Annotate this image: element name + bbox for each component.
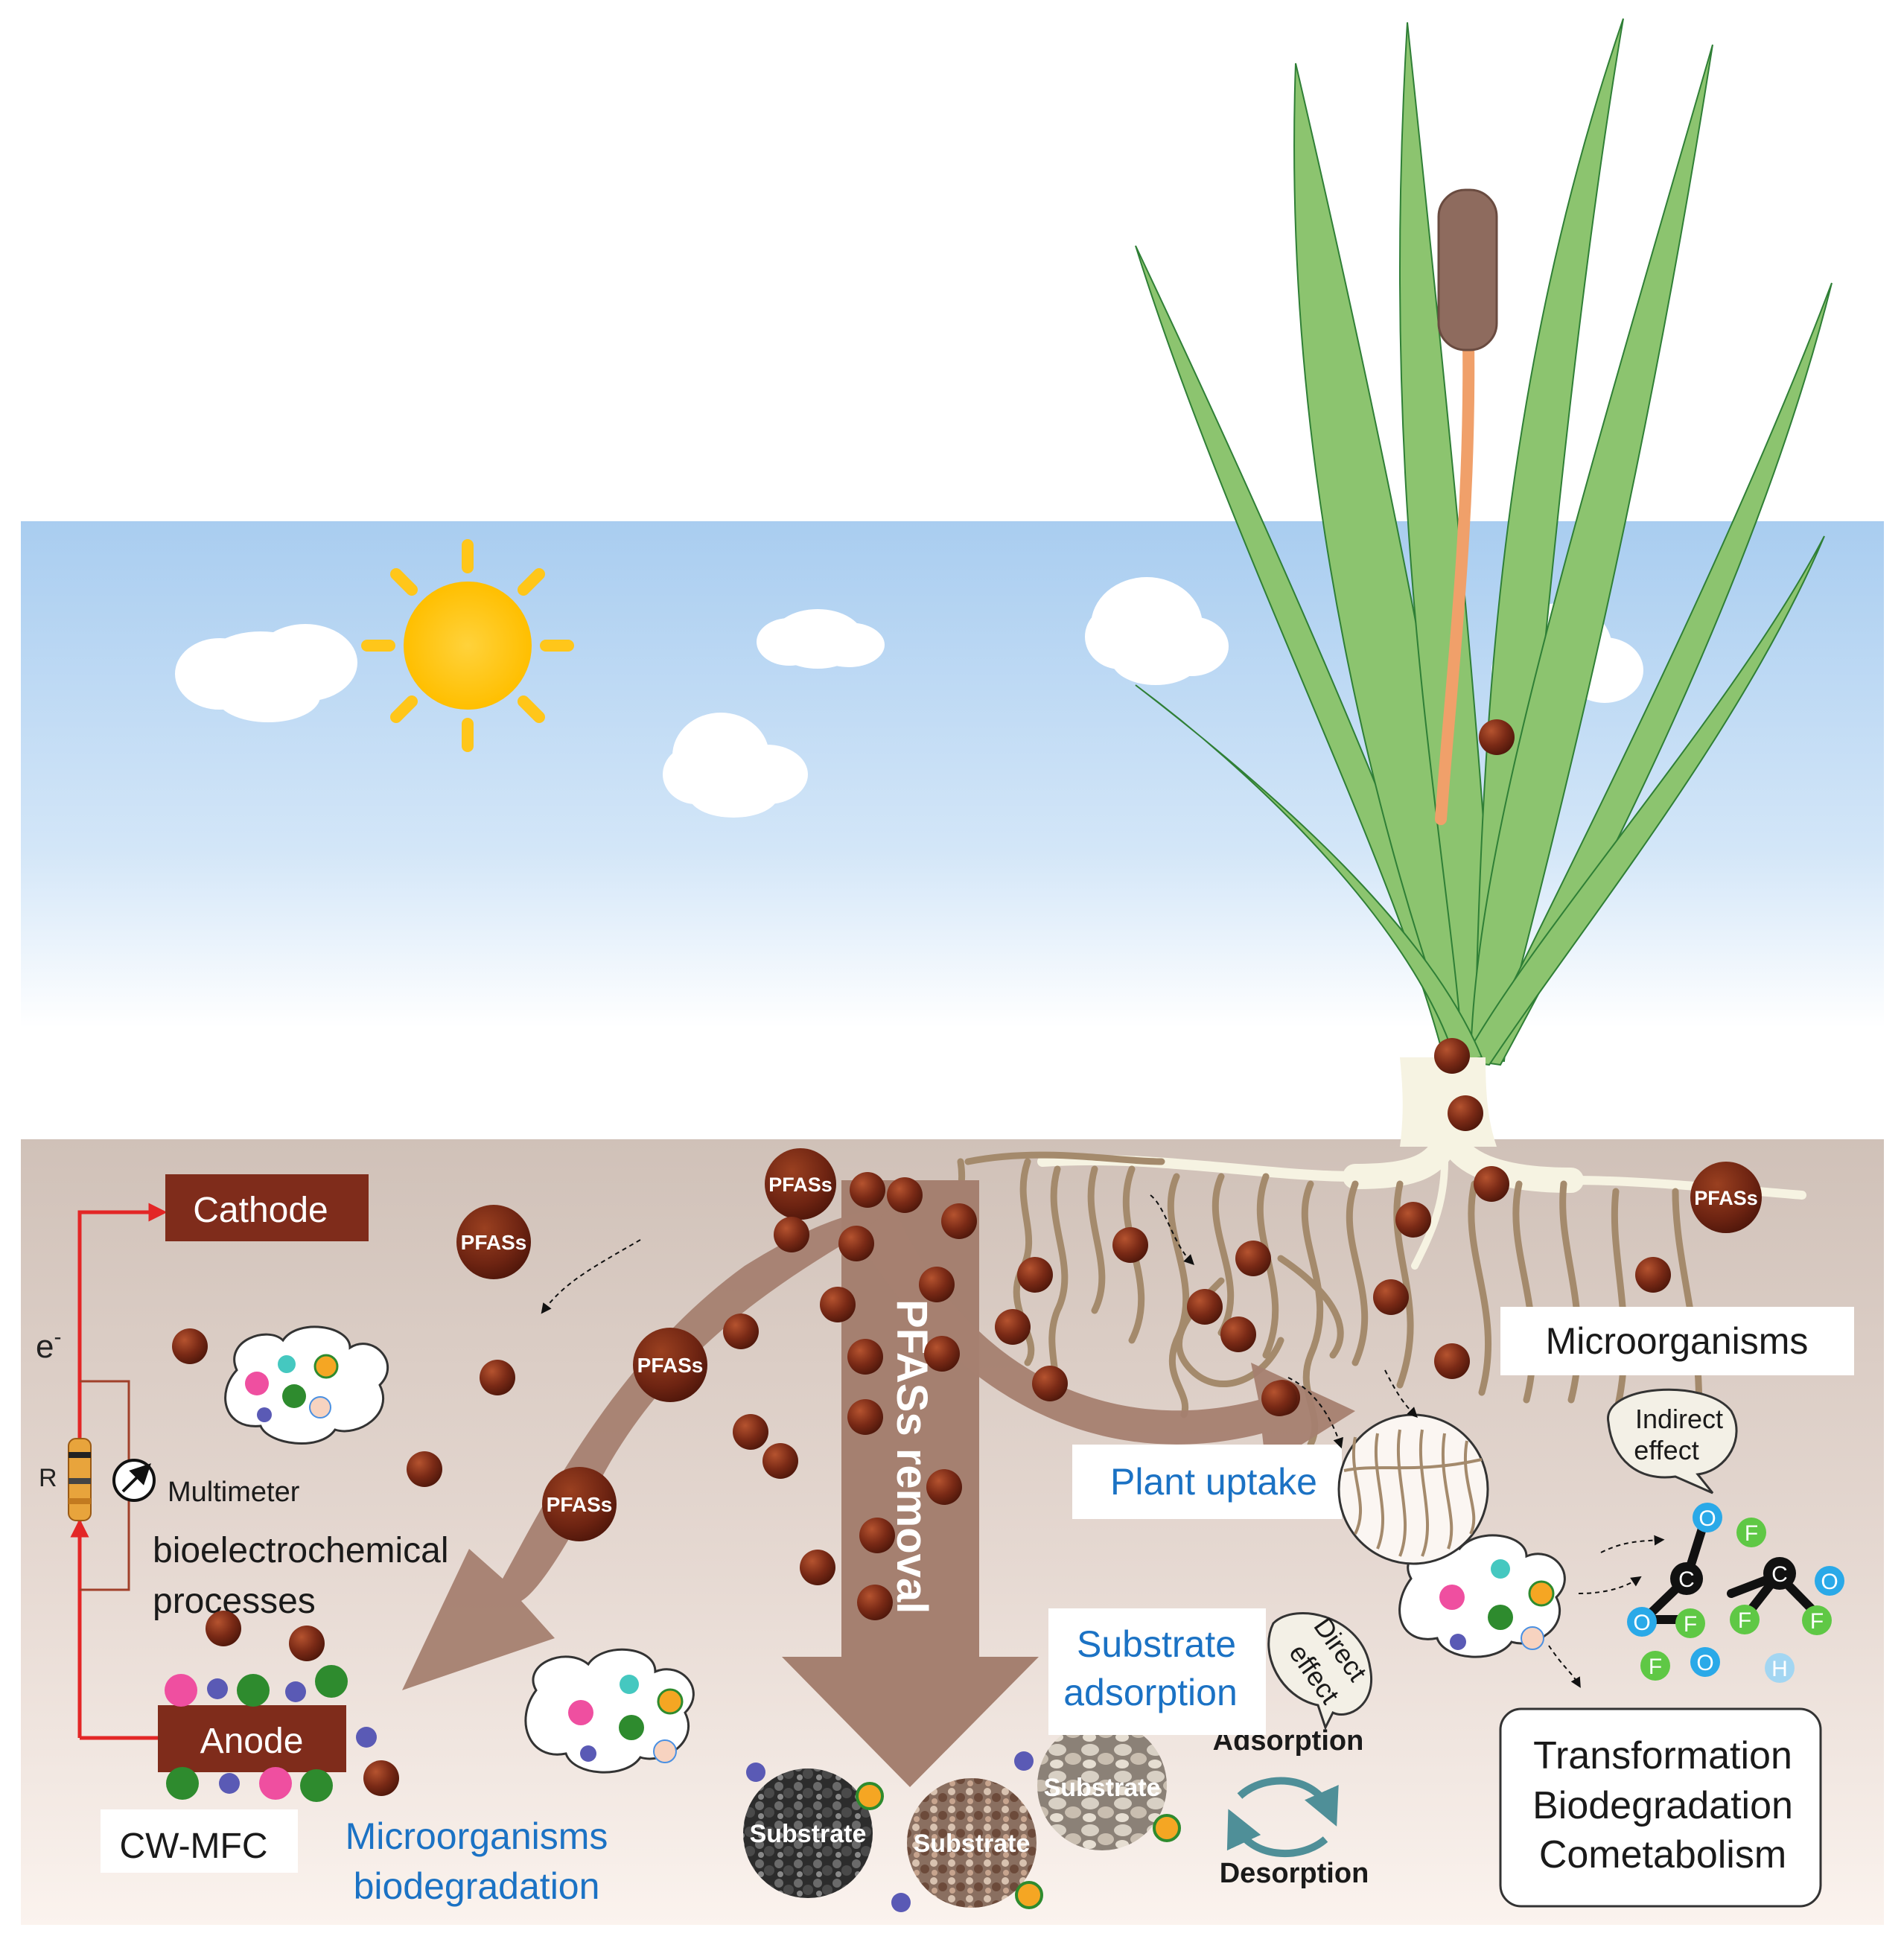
substrate-adsorption-label-2: adsorption <box>1063 1672 1238 1713</box>
outcome-box <box>1499 1707 1822 1908</box>
resistor-label: R <box>39 1464 57 1492</box>
svg-text:PFASs: PFASs <box>547 1493 613 1516</box>
cometabolism-label: Cometabolism <box>1539 1833 1786 1876</box>
microbe-cluster <box>1398 1534 1566 1658</box>
svg-text:O: O <box>1821 1570 1838 1594</box>
svg-text:effect: effect <box>1634 1435 1698 1465</box>
svg-text:O: O <box>1633 1611 1650 1635</box>
microorganisms-label: Microorganisms <box>1546 1320 1809 1362</box>
cloud-icon <box>663 713 808 818</box>
svg-text:F: F <box>1745 1521 1758 1546</box>
anode-label: Anode <box>200 1722 304 1761</box>
pfas-flow-arrows <box>402 1180 1355 1787</box>
cathode-box <box>165 1174 369 1241</box>
svg-text:Substrate: Substrate <box>1044 1774 1161 1802</box>
svg-text:F: F <box>1649 1655 1662 1679</box>
plant-uptake-label: Plant uptake <box>1110 1461 1317 1503</box>
cattail-plant <box>945 18 1833 1448</box>
sun-icon <box>361 539 574 752</box>
svg-text:PFASs: PFASs <box>1694 1187 1758 1209</box>
desorption-label: Desorption <box>1220 1858 1369 1889</box>
svg-text:O: O <box>1696 1651 1713 1675</box>
pfass-particle: PFASs <box>765 1148 836 1220</box>
svg-text:Indirect: Indirect <box>1635 1404 1723 1434</box>
pfass-particle: PFASs <box>1690 1162 1762 1233</box>
svg-text:Substrate: Substrate <box>914 1830 1031 1858</box>
substrate-adsorption-label-1: Substrate <box>1077 1623 1236 1665</box>
substrate-pebbles: Substrate <box>1037 1721 1167 1850</box>
svg-text:F: F <box>1810 1609 1824 1634</box>
microorganisms-biodegradation-label-1: Microorganisms <box>346 1815 608 1857</box>
pfas-small-particles <box>172 719 1671 1796</box>
svg-text:C: C <box>1771 1562 1788 1587</box>
process-arrows <box>541 1194 1665 1688</box>
pfass-particle: PFASs <box>456 1205 531 1279</box>
cloud-icon <box>757 609 885 669</box>
anode-box <box>158 1705 346 1772</box>
cloud-icon <box>1085 577 1229 685</box>
substrate-particles: Substrate Substrate Substrate <box>743 1721 1181 1912</box>
root-zoom-lens <box>1337 1413 1489 1565</box>
svg-text:PFASs: PFASs <box>637 1354 704 1377</box>
adsorption-cycle-icon <box>1226 1777 1339 1857</box>
resistor-icon <box>68 1438 92 1521</box>
cloud-icon <box>175 624 357 722</box>
indirect-effect-bubble: Indirect effect <box>1607 1388 1738 1494</box>
svg-text:PFASs: PFASs <box>461 1231 527 1254</box>
svg-text:H: H <box>1771 1657 1788 1681</box>
biodegradation-label: Biodegradation <box>1532 1784 1793 1827</box>
transformation-label: Transformation <box>1533 1734 1792 1777</box>
cw-mfc-label: CW-MFC <box>119 1827 267 1866</box>
pfass-particle: PFASs <box>633 1328 707 1402</box>
svg-text:F: F <box>1738 1608 1751 1633</box>
cathode-label: Cathode <box>193 1191 328 1230</box>
svg-text:PFASs: PFASs <box>768 1174 832 1196</box>
substrate-mixed: Substrate <box>907 1778 1037 1908</box>
microorganisms-biodegradation-label-2: biodegradation <box>354 1865 600 1907</box>
bioelectrochemical-label: bioelectrochemical <box>153 1531 449 1570</box>
multimeter-icon <box>112 1459 156 1502</box>
svg-text:F: F <box>1684 1612 1697 1637</box>
svg-text:Substrate: Substrate <box>750 1820 867 1848</box>
svg-text:O: O <box>1698 1506 1716 1531</box>
multimeter-label: Multimeter <box>168 1477 300 1508</box>
electron-label: e- <box>36 1325 61 1365</box>
svg-text:C: C <box>1678 1567 1695 1592</box>
substrate-dark: Substrate <box>743 1768 873 1898</box>
anode-microbes <box>165 1665 377 1802</box>
pfass-particle: PFASs <box>542 1467 617 1541</box>
pfas-molecule: O C F C O O F F F F O H <box>1627 1503 1844 1683</box>
cw-mfc-circuit: R e- Multimeter Cathode Anode bioelectro… <box>36 1174 449 1873</box>
microbe-cluster <box>524 1648 695 1774</box>
microbe-cluster <box>224 1325 389 1445</box>
pfass-large-particles: PFASs PFASs PFASs PFASs PFASs <box>456 1148 1762 1541</box>
